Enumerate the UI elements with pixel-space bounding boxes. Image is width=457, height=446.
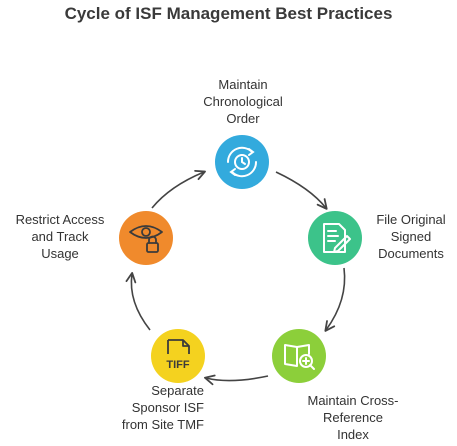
node-right xyxy=(308,211,362,265)
label-separate-sponsor-isf: Separate Sponsor ISF from Site TMF xyxy=(92,382,204,433)
label-file-original-signed-documents: File Original Signed Documents xyxy=(366,211,456,262)
label-line: Documents xyxy=(378,246,444,261)
node-bottom-left: TIFF xyxy=(151,329,205,383)
label-line: Separate xyxy=(151,383,204,398)
label-maintain-cross-reference-index: Maintain Cross- Reference Index xyxy=(298,392,408,443)
label-line: File Original xyxy=(376,212,446,227)
arrow-bottom-right-to-bottom-left xyxy=(204,374,269,386)
label-line: Sponsor ISF xyxy=(131,400,204,415)
label-line: Restrict Access xyxy=(15,212,105,227)
arrow-bottom-left-to-left xyxy=(125,271,151,331)
node-bottom-right xyxy=(272,329,326,383)
clock-refresh-icon xyxy=(226,146,258,178)
label-restrict-access-track-usage: Restrict Access and Track Usage xyxy=(0,211,120,262)
label-line: Maintain xyxy=(218,77,268,92)
label-line: and Track xyxy=(31,229,89,244)
arrow-right-to-bottom-right xyxy=(324,267,346,332)
label-line: Signed xyxy=(390,229,432,244)
node-right-circle xyxy=(308,211,362,265)
label-line: Maintain Cross- xyxy=(307,393,399,408)
label-maintain-chronological-order: Maintain Chronological Order xyxy=(168,76,318,127)
label-line: Order xyxy=(226,111,260,126)
node-left xyxy=(119,211,173,265)
node-top xyxy=(215,135,269,189)
book-search-icon xyxy=(284,344,315,370)
arrow-top-to-right xyxy=(275,171,328,210)
label-line: Reference xyxy=(323,410,383,425)
node-bottom-left-circle xyxy=(151,329,205,383)
label-line: Index xyxy=(337,427,369,442)
eye-lock-icon xyxy=(129,225,163,253)
arrow-left-to-top xyxy=(151,169,206,209)
label-line: Usage xyxy=(41,246,79,261)
diagram-title: Cycle of ISF Management Best Practices xyxy=(64,4,393,23)
label-line: Chronological xyxy=(203,94,283,109)
node-bottom-right-circle xyxy=(272,329,326,383)
document-sign-icon xyxy=(323,223,351,253)
label-line: from Site TMF xyxy=(121,417,204,432)
tiff-file-icon-label: TIFF xyxy=(166,359,189,371)
tiff-file-icon xyxy=(167,339,190,354)
